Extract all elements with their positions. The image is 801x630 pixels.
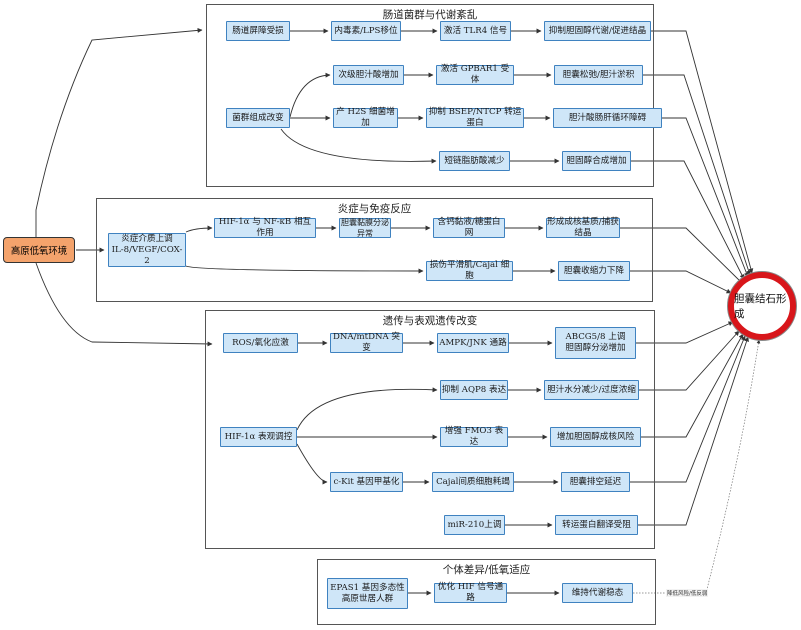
node-h2s: 产 H2S 细菌增加 [333,107,398,128]
group-individual: 个体差异/低氧适应 [317,559,656,625]
group-inflam-title: 炎症与免疫反应 [337,203,412,215]
node-abcg: ABCG5/8 上调 胆固醇分泌增加 [555,327,636,359]
node-hif-epi: HIF-1α 表观调控 [220,427,297,447]
node-emptying: 胆囊排空延迟 [561,472,630,492]
start-node: 高原低氧环境 [3,237,75,263]
node-enterohep: 胆汁酸肠肝循环障碍 [553,108,662,128]
node-cajal-smooth: 损伤平滑肌/Cajal 细胞 [426,260,513,281]
node-epas1: EPAS1 基因多态性 高原世居人群 [327,578,408,609]
edges-main [35,27,754,596]
edge-out-contract [630,270,732,294]
edge-hif-ckit [296,443,328,485]
group-inflam: 炎症与免疫反应 [96,198,653,302]
edge-maint-outcome-dotted [633,339,761,594]
node-aqp8: 抑制 AQP8 表达 [440,380,508,400]
node-fmo3: 增强 FMO3 表达 [440,426,508,447]
edge-out-cholrisk [641,333,744,438]
node-calcium: 含钙黏液/糖蛋白网 [433,217,505,238]
node-mir210: miR-210上调 [444,515,505,535]
node-contract: 胆囊收缩力下降 [558,261,630,281]
node-flora: 菌群组成改变 [226,108,290,128]
edge-out-empty [630,335,746,483]
edge-start-genetic [35,262,213,347]
node-inhibit-bile: 抑制胆固醇代谢/促进结晶 [544,21,651,41]
node-maint: 维持代谢稳态 [562,583,633,603]
edge-flora-scfa [280,128,437,164]
node-chol-syn: 胆固醇合成增加 [562,151,631,171]
node-water: 胆汁水分减少/过度浓缩 [544,380,639,400]
group-gut: 肠道菌群与代谢紊乱 [206,4,654,187]
node-barrier: 肠道屏障受损 [226,21,290,41]
node-translation: 转运蛋白翻译受阻 [555,515,638,535]
edge-out-entero [662,117,749,278]
node-ckit: c-Kit 基因甲基化 [330,472,403,492]
edge-start-gut [35,27,203,237]
node-tlr4: 激活 TLR4 信号 [440,21,511,41]
edge-out-relax [643,74,751,276]
edge-flora-sec [289,72,331,118]
node-ros: ROS/氧化应激 [223,333,298,353]
edge-hif-aqp8 [296,387,438,431]
node-mediators: 炎症介质上调 IL-8/VEGF/COX-2 [108,233,186,267]
node-bsep: 抑制 BSEP/NTCP 转运蛋白 [426,107,524,128]
node-relax: 胆囊松弛/胆汁淤积 [554,65,643,85]
node-lps: 内毒素/LPS移位 [331,21,401,41]
node-dna: DNA/mtDNA 突变 [330,332,403,353]
node-mucin: 胆囊黏膜分泌异常 [339,218,391,238]
group-genetic: 遗传与表观遗传改变 [205,310,655,549]
node-scfa: 短链脂肪酸减少 [439,151,510,171]
edge-out-chol [631,160,745,280]
node-chol-risk: 增加胆固醇成核风险 [550,427,641,447]
group-gut-title: 肠道菌群与代谢紊乱 [382,9,478,21]
group-genetic-title: 遗传与表观遗传改变 [382,315,478,327]
edge-out-inhibit [651,30,754,274]
node-hif-nfkb: HIF-1α 与 NF-κB 相互作用 [214,217,316,238]
node-gpbar1: 激活 GPBAR1 受体 [436,64,514,85]
node-ampk: AMPK/JNK 通路 [437,333,509,353]
edge-med-cajal [185,265,424,274]
edge-out-nucleus [620,227,743,284]
outcome-node: 胆囊结石形成 [728,272,796,340]
node-nucleus: 形成成核基质/捕获结晶 [546,217,620,238]
side-label: 降低风险/低反弱 [666,589,709,597]
node-cajal-loss: Cajal间质细胞耗竭 [432,472,514,492]
group-individual-title: 个体差异/低氧适应 [442,564,531,576]
node-hif-opt: 优化 HIF 信号通路 [434,582,507,603]
node-sec-bile: 次级胆汁酸增加 [333,65,404,85]
edge-out-abcg [636,321,734,344]
edge-med-hif [185,225,213,233]
